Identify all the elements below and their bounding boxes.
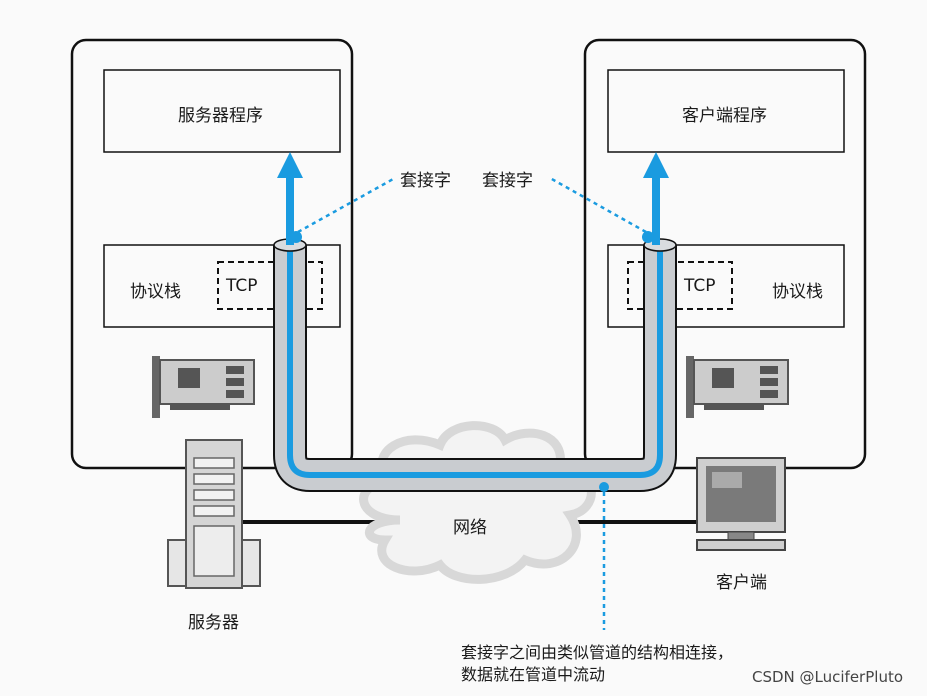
pipe-marker-dot [599, 482, 609, 492]
client-socket-leader [549, 176, 647, 234]
client-nic-icon [686, 356, 789, 418]
server-device-label: 服务器 [188, 613, 239, 633]
client-arrow-head [643, 152, 669, 178]
network-label: 网络 [453, 518, 487, 538]
server-socket-leader [297, 176, 396, 234]
caption-line-1: 套接字之间由类似管道的结构相连接， [461, 643, 734, 662]
client-program-label: 客户端程序 [682, 106, 767, 126]
server-stack-label: 协议栈 [130, 282, 181, 302]
server-program-box [103, 69, 341, 153]
server-tcp-box [217, 261, 323, 310]
client-monitor-icon [696, 457, 786, 551]
network-cloud [359, 421, 596, 584]
server-socket-label: 套接字 [400, 171, 451, 191]
server-nic-icon [152, 356, 255, 418]
client-program-box [607, 69, 845, 153]
server-program-label: 服务器程序 [178, 106, 263, 126]
caption-line-2: 数据就在管道中流动 [461, 665, 606, 684]
server-tower-icon [167, 439, 261, 589]
client-device-label: 客户端 [716, 573, 767, 593]
server-socket-dot [290, 231, 302, 243]
watermark: CSDN @LuciferPluto [752, 668, 904, 686]
client-tcp-label: TCP [684, 276, 716, 296]
server-tcp-label: TCP [226, 276, 258, 296]
client-stack-label: 协议栈 [772, 282, 823, 302]
server-arrow-head [277, 152, 303, 178]
client-tcp-box [627, 261, 733, 310]
client-socket-dot [642, 231, 654, 243]
client-socket-label: 套接字 [482, 171, 533, 191]
